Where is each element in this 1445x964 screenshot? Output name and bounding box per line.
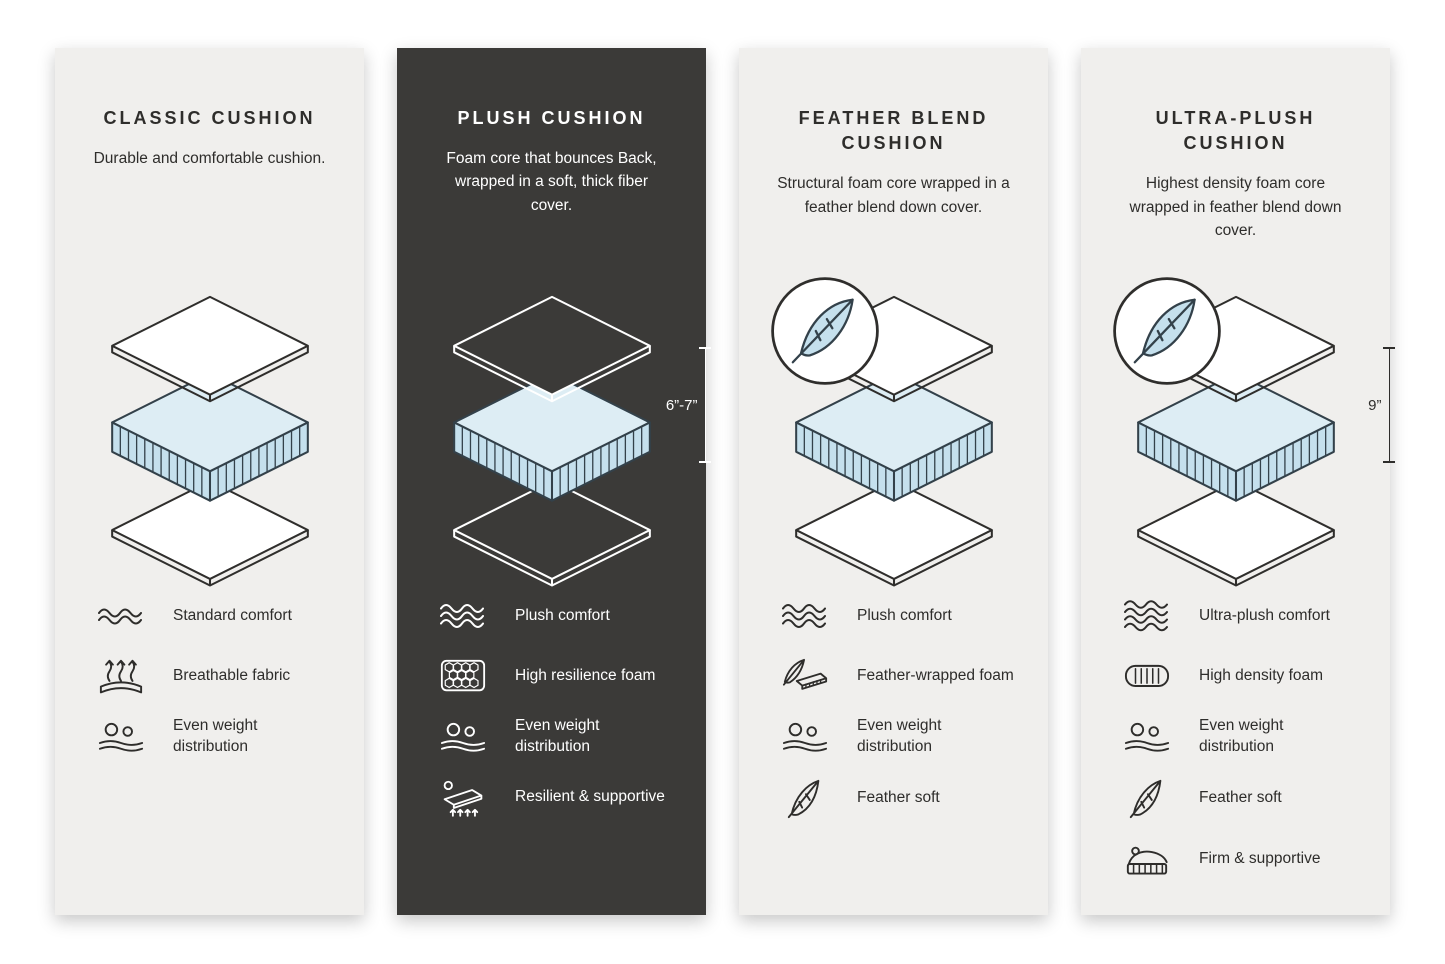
feather-badge-icon: [1110, 274, 1224, 388]
card-description: Highest density foam core wrapped in fea…: [1129, 175, 1342, 239]
feature-row: Feather-wrapped foam: [781, 656, 1018, 696]
waves-icon: [439, 603, 487, 629]
measurement-label: 6”-7”: [665, 396, 698, 414]
illustration-area: 6”-7”: [427, 274, 711, 596]
feature-row: Ultra-plush comfort: [1123, 596, 1360, 636]
cushion-stack-icon: [104, 292, 316, 592]
card-header: CLASSIC CUSHION Durable and comfortable …: [85, 106, 334, 274]
card-title: FEATHER BLEND CUSHION: [798, 108, 989, 154]
feature-list: Standard comfort Breathable fabric Even …: [85, 596, 334, 758]
feature-row: Plush comfort: [439, 596, 676, 636]
waves-icon: [1123, 600, 1171, 633]
feature-label: Even weight distribution: [173, 717, 258, 756]
measurement-label: 9”: [1368, 396, 1382, 414]
feature-label: Plush comfort: [857, 606, 952, 624]
weight-distribution-icon: [1123, 720, 1171, 755]
feather-icon: [1123, 778, 1171, 820]
card-title: ULTRA-PLUSH CUSHION: [1155, 108, 1316, 154]
firm-supportive-icon: [1123, 841, 1171, 879]
card-header: FEATHER BLEND CUSHION Structural foam co…: [769, 106, 1018, 274]
feature-row: Firm & supportive: [1123, 840, 1360, 880]
comparison-infographic: CLASSIC CUSHION Durable and comfortable …: [55, 48, 1395, 915]
feature-label: High resilience foam: [515, 666, 656, 684]
cushion-illustration: 9”: [1130, 292, 1395, 596]
feature-row: Standard comfort: [97, 596, 334, 636]
card-header: ULTRA-PLUSH CUSHION Highest density foam…: [1111, 106, 1360, 274]
feather-badge-icon: [768, 274, 882, 388]
cushion-illustration: [788, 292, 1000, 596]
cushion-illustration: [104, 292, 316, 596]
feature-row: High resilience foam: [439, 656, 676, 696]
feature-row: Even weight distribution: [439, 716, 676, 758]
height-measurement: 6”-7”: [665, 347, 711, 463]
cushion-stack-icon: [446, 292, 658, 592]
foam-cells-icon: [439, 659, 487, 692]
illustration-area: 9”: [1111, 274, 1395, 596]
feature-label: Resilient & supportive: [515, 788, 665, 806]
card-title: PLUSH CUSHION: [457, 108, 646, 128]
card-ultra-plush-cushion: ULTRA-PLUSH CUSHION Highest density foam…: [1081, 48, 1395, 915]
waves-icon: [781, 603, 829, 629]
feature-list: Ultra-plush comfort High density foam Ev…: [1111, 596, 1360, 880]
feature-label: High density foam: [1199, 666, 1324, 684]
card-classic-cushion: CLASSIC CUSHION Durable and comfortable …: [55, 48, 364, 915]
height-measurement: 9”: [1368, 347, 1395, 463]
feather-icon: [781, 778, 829, 820]
high-density-foam-icon: [1123, 663, 1171, 690]
feature-row: Even weight distribution: [781, 716, 1018, 758]
feature-label: Feather soft: [857, 789, 940, 807]
feature-list: Plush comfort Feather-wrapped foam Even …: [769, 596, 1018, 820]
cushion-illustration: 6”-7”: [446, 292, 711, 596]
card-description: Durable and comfortable cushion.: [93, 150, 326, 168]
feature-list: Plush comfort High resilience foam Even …: [427, 596, 676, 818]
card-feather-blend-cushion: FEATHER BLEND CUSHION Structural foam co…: [739, 48, 1048, 915]
feature-label: Even weight distribution: [857, 717, 942, 755]
weight-distribution-icon: [781, 720, 829, 755]
feature-row: Resilient & supportive: [439, 778, 676, 818]
illustration-area: [769, 274, 1018, 596]
feature-label: Even weight distribution: [1199, 717, 1284, 755]
breathable-fabric-icon: [97, 656, 145, 696]
resilient-icon: [439, 779, 487, 818]
feature-label: Plush comfort: [515, 606, 610, 624]
illustration-area: [85, 274, 334, 596]
card-plush-cushion: PLUSH CUSHION Foam core that bounces Bac…: [397, 48, 711, 915]
feature-row: Even weight distribution: [1123, 716, 1360, 758]
dimension-line-icon: [699, 347, 711, 463]
card-description: Structural foam core wrapped in a feathe…: [777, 175, 1010, 216]
feature-row: Even weight distribution: [97, 716, 334, 758]
dimension-line-icon: [1383, 347, 1395, 463]
feature-row: Feather soft: [1123, 778, 1360, 820]
feature-row: High density foam: [1123, 656, 1360, 696]
weight-distribution-icon: [97, 720, 145, 755]
card-title: CLASSIC CUSHION: [103, 108, 316, 128]
feature-label: Firm & supportive: [1199, 850, 1321, 868]
card-description: Foam core that bounces Back, wrapped in …: [446, 150, 657, 214]
weight-distribution-icon: [439, 720, 487, 755]
feature-label: Ultra-plush comfort: [1199, 606, 1330, 624]
feature-row: Plush comfort: [781, 596, 1018, 636]
feature-row: Breathable fabric: [97, 656, 334, 696]
feature-label: Feather soft: [1199, 789, 1282, 807]
feature-label: Feather-wrapped foam: [857, 666, 1014, 684]
feature-label: Standard comfort: [173, 606, 292, 624]
feature-label: Even weight distribution: [515, 717, 600, 755]
waves-icon: [97, 607, 145, 625]
card-header: PLUSH CUSHION Foam core that bounces Bac…: [427, 106, 676, 274]
feather-foam-icon: [781, 658, 829, 695]
feature-label: Breathable fabric: [173, 666, 291, 684]
feature-row: Feather soft: [781, 778, 1018, 820]
